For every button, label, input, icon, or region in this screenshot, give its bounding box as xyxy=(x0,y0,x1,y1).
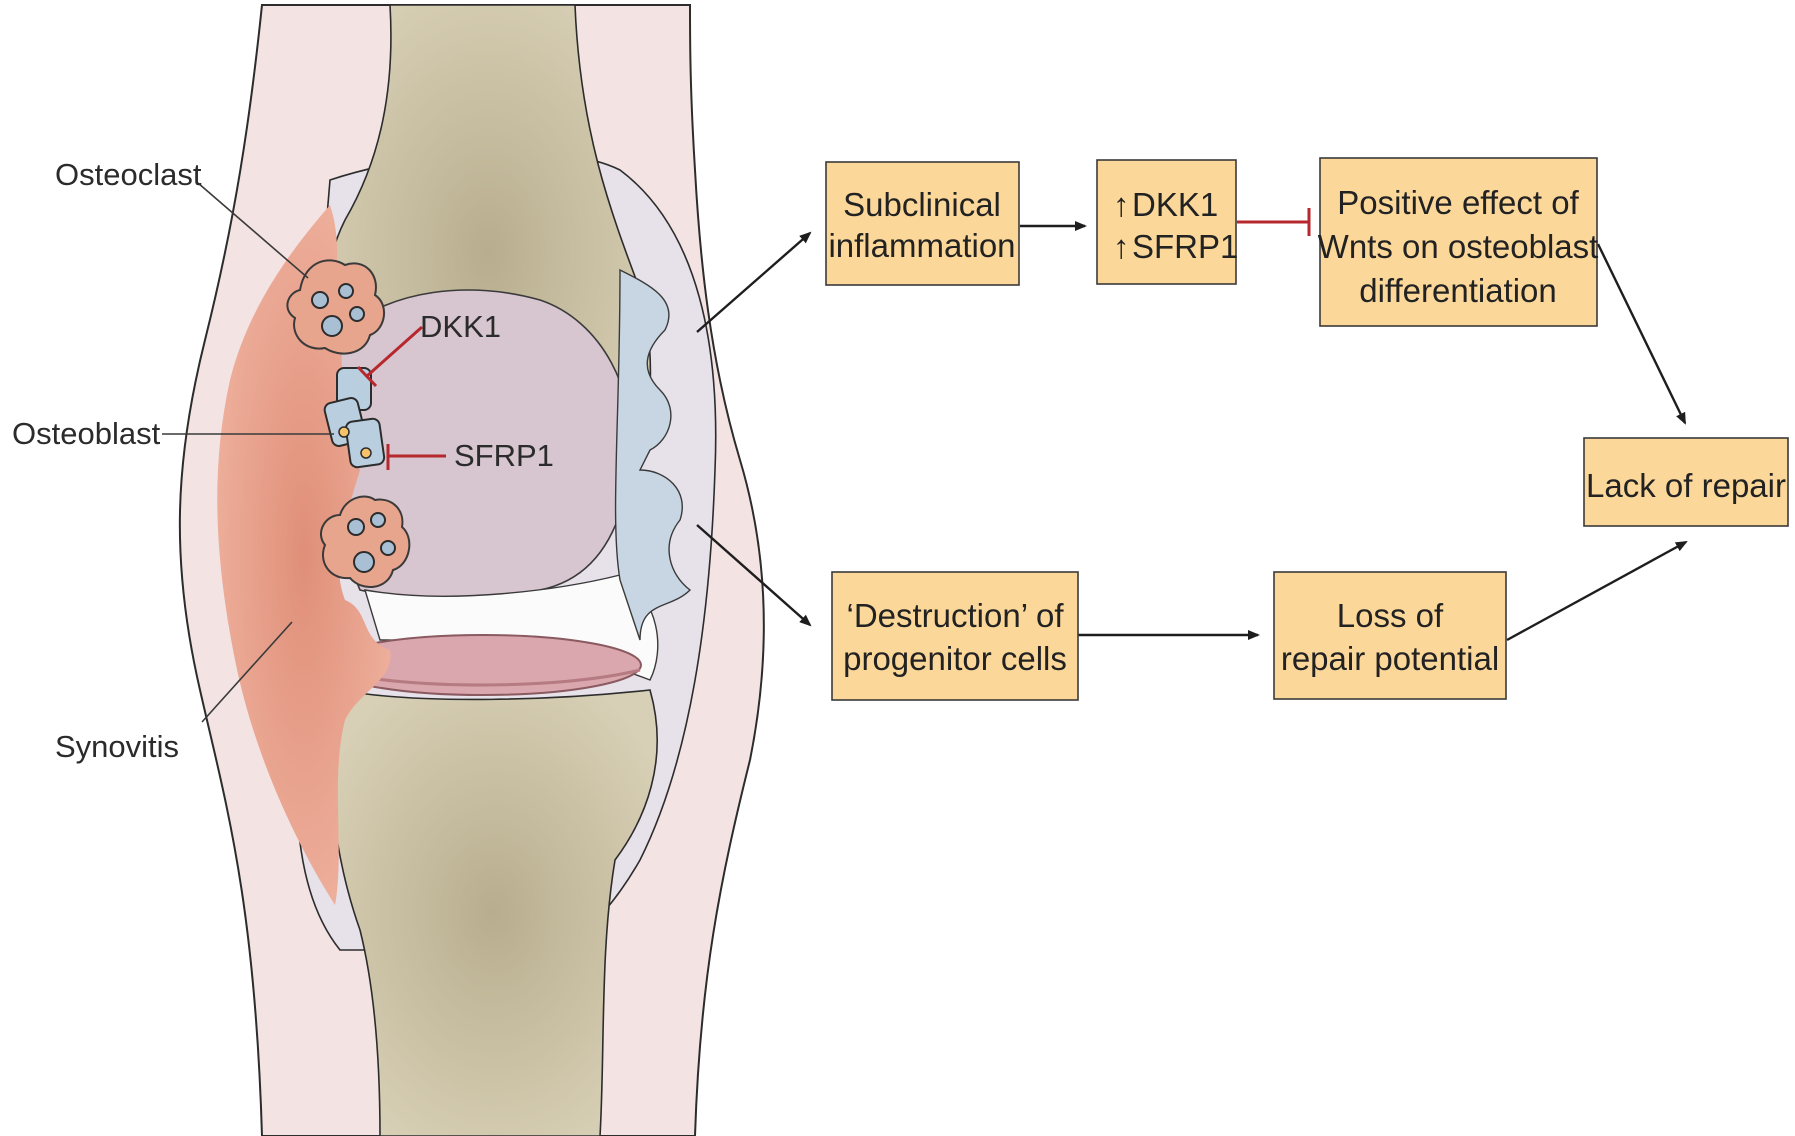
dkk1-label: DKK1 xyxy=(420,309,501,344)
box-positive-effect: Positive effect of Wnts on osteoblast di… xyxy=(1318,158,1599,326)
osteoclast-label: Osteoclast xyxy=(55,157,202,192)
box-lack-of-repair: Lack of repair xyxy=(1584,438,1788,526)
box-destruction-line1: ‘Destruction’ of xyxy=(846,597,1064,634)
synovitis-label: Synovitis xyxy=(55,729,179,764)
box-subclinical-line2: inflammation xyxy=(828,227,1015,264)
arrow-loss-to-lack xyxy=(1507,542,1686,640)
box-lack-line1: Lack of repair xyxy=(1586,467,1786,504)
flowchart: Subclinical inflammation ↑ DKK1 ↑ SFRP1 … xyxy=(697,158,1788,700)
knee-joint-illustration: Osteoclast Osteoblast Synovitis DKK1 SFR… xyxy=(12,5,764,1136)
inhibition-dkk-to-positive-effect xyxy=(1237,208,1309,236)
sfrp1-label: SFRP1 xyxy=(454,438,554,473)
box-subclinical-line1: Subclinical xyxy=(843,186,1001,223)
box-destruction: ‘Destruction’ of progenitor cells xyxy=(832,572,1078,700)
box-loss-of-repair: Loss of repair potential xyxy=(1274,572,1506,699)
up-arrow-icon: ↑ xyxy=(1113,186,1130,223)
osteoblast-label: Osteoblast xyxy=(12,416,161,451)
box-subclinical-inflammation: Subclinical inflammation xyxy=(826,162,1019,285)
box-positive-line2: Wnts on osteoblast xyxy=(1318,228,1599,265)
box-loss-line1: Loss of xyxy=(1337,597,1444,634)
box-loss-line2: repair potential xyxy=(1281,640,1499,677)
box-sfrp1-text: SFRP1 xyxy=(1132,228,1238,265)
box-positive-line3: differentiation xyxy=(1359,272,1557,309)
box-destruction-line2: progenitor cells xyxy=(843,640,1067,677)
up-arrow-icon: ↑ xyxy=(1113,228,1130,265)
arrow-positive-effect-to-lack xyxy=(1598,244,1685,423)
box-dkk1-text: DKK1 xyxy=(1132,186,1218,223)
arrow-joint-to-subclinical xyxy=(697,233,810,332)
box-positive-line1: Positive effect of xyxy=(1337,184,1579,221)
box-dkk1-sfrp1-up: ↑ DKK1 ↑ SFRP1 xyxy=(1097,160,1238,284)
